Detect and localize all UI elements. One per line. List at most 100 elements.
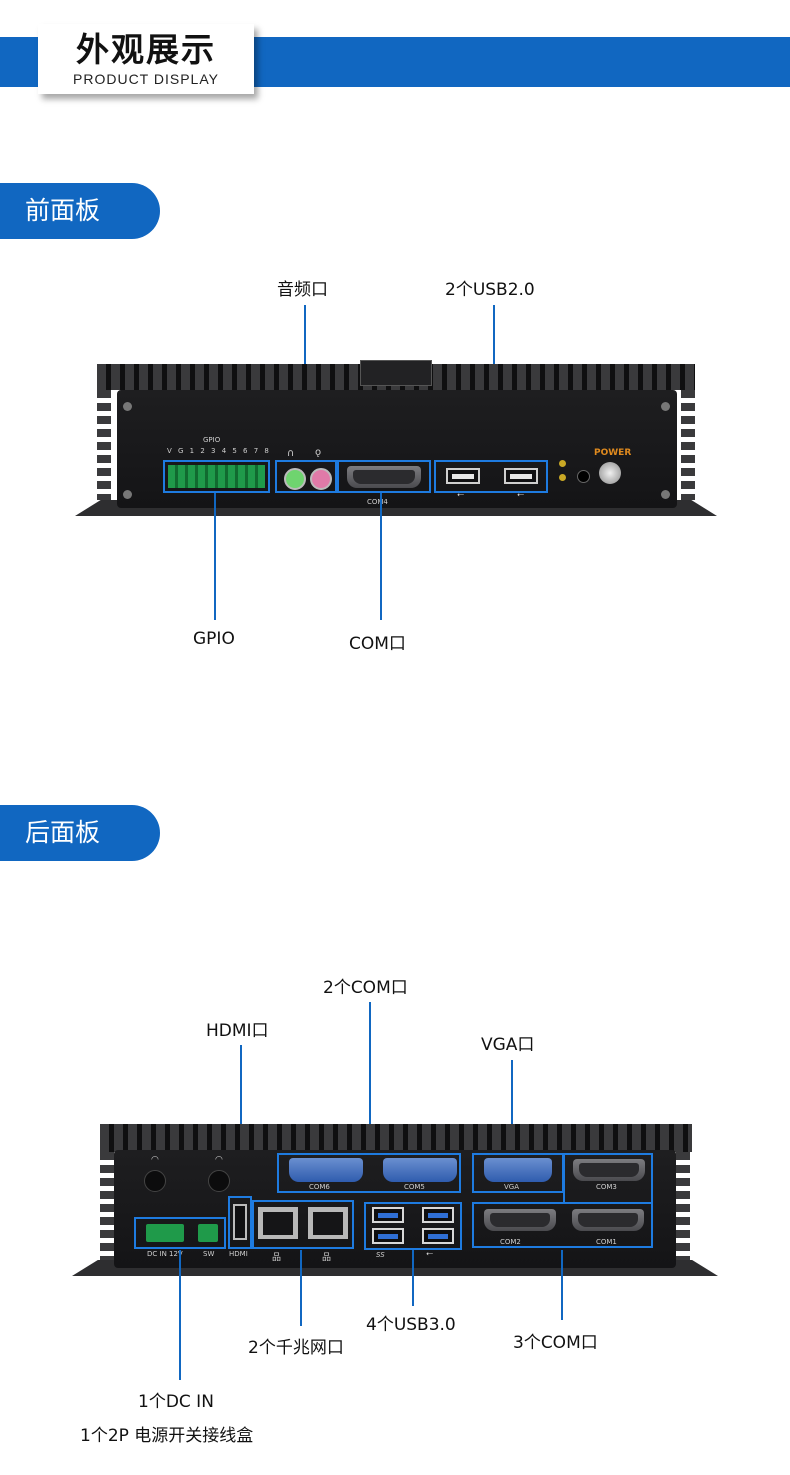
label-power-box: 1个2P 电源开关接线盒 <box>80 1426 254 1446</box>
headphone-icon: ∩ <box>287 448 295 459</box>
side-fins-right <box>676 1152 690 1260</box>
lan-highlight <box>252 1200 354 1249</box>
label-usb2: 2个USB2.0 <box>445 280 535 300</box>
silk-gpio-pins: V G 1 2 3 4 5 6 7 8 <box>167 447 271 455</box>
wifi-antenna-2 <box>208 1170 230 1192</box>
switch-terminal <box>198 1224 218 1242</box>
side-fins-right <box>681 390 695 500</box>
label-audio: 音频口 <box>277 280 328 300</box>
leader-gpio <box>214 493 216 620</box>
usb3-port-3 <box>422 1207 454 1223</box>
silk-hdmi: HDMI <box>229 1250 248 1258</box>
silk-com4: COM4 <box>367 498 388 506</box>
com6-port <box>289 1158 363 1182</box>
screw-icon <box>123 402 132 411</box>
hdmi-port <box>233 1204 247 1240</box>
label-com3x: 3个COM口 <box>513 1333 598 1353</box>
label-lan: 2个千兆网口 <box>248 1338 344 1358</box>
wifi-icon: ◠ <box>215 1155 223 1165</box>
com4-port <box>347 466 421 488</box>
usb-icon: ⭠ <box>457 490 465 500</box>
front-face <box>117 390 677 508</box>
network-icon: 品 <box>322 1253 332 1263</box>
leader-com <box>380 493 382 620</box>
leader-dcin <box>179 1250 181 1380</box>
mic-icon: ǫ <box>315 447 322 458</box>
silk-com3: COM3 <box>596 1183 617 1191</box>
com1-port <box>572 1209 644 1231</box>
title-card: 外观展示 PRODUCT DISPLAY <box>38 24 254 94</box>
usb3-port-2 <box>372 1228 404 1244</box>
leader-com3x <box>561 1250 563 1320</box>
silk-dcin: DC IN 12V <box>147 1250 183 1258</box>
headphone-jack <box>284 468 306 490</box>
com3-port <box>573 1159 645 1181</box>
lan-port-1 <box>258 1207 298 1239</box>
leader-com2x <box>369 1002 371 1155</box>
com5-port <box>383 1158 457 1182</box>
silk-com5: COM5 <box>404 1183 425 1191</box>
usb3-highlight <box>364 1202 462 1250</box>
com4-highlight <box>337 460 431 493</box>
label-dcin: 1个DC IN <box>138 1392 214 1412</box>
label-com: COM口 <box>349 634 406 654</box>
com65-highlight <box>277 1153 461 1193</box>
label-com2x: 2个COM口 <box>323 978 408 998</box>
mic-jack <box>310 468 332 490</box>
gpio-terminal <box>168 465 265 488</box>
silk-com1: COM1 <box>596 1238 617 1246</box>
usb2-port-1 <box>446 468 480 484</box>
label-gpio: GPIO <box>193 629 235 649</box>
usb3-port-4 <box>422 1228 454 1244</box>
silk-vga: VGA <box>504 1183 520 1191</box>
wifi-icon: ◠ <box>151 1155 159 1165</box>
power-led <box>559 460 566 467</box>
side-fins-left <box>97 390 111 500</box>
label-usb3: 4个USB3.0 <box>366 1315 456 1335</box>
reset-button[interactable] <box>577 470 590 483</box>
usb-ss-icon: SS <box>376 1251 385 1259</box>
lan-port-2 <box>308 1207 348 1239</box>
com2-port <box>484 1209 556 1231</box>
silk-com2: COM2 <box>500 1238 521 1246</box>
screw-icon <box>123 490 132 499</box>
audio-highlight <box>275 460 337 493</box>
usb3-port-1 <box>372 1207 404 1223</box>
front-section-title: 前面板 <box>0 183 160 239</box>
screw-icon <box>661 490 670 499</box>
hdmi-highlight <box>228 1196 252 1249</box>
wifi-antenna-1 <box>144 1170 166 1192</box>
silk-sw: SW <box>203 1250 215 1258</box>
usb-icon: ⭠ <box>426 1249 434 1259</box>
rear-device: ◠ ◠ DC IN 12V SW HDMI 品 品 COM6 COM5 SS ⭠… <box>72 1120 718 1280</box>
gpio-highlight <box>163 460 270 493</box>
top-bracket <box>360 360 432 386</box>
leader-lan <box>300 1250 302 1326</box>
network-icon: 品 <box>272 1253 282 1263</box>
heatsink-fins <box>100 1124 692 1152</box>
screw-icon <box>661 402 670 411</box>
page-title: 外观展示 <box>76 30 216 69</box>
silk-com6: COM6 <box>309 1183 330 1191</box>
silk-gpio: GPIO <box>203 436 221 444</box>
vga-port <box>484 1158 552 1182</box>
com21-highlight <box>472 1202 653 1248</box>
com3-highlight <box>563 1153 653 1203</box>
power-button[interactable] <box>599 462 621 484</box>
label-hdmi: HDMI口 <box>206 1021 269 1041</box>
dcin-terminal <box>146 1224 184 1242</box>
side-fins-left <box>100 1152 114 1260</box>
usb2-port-2 <box>504 468 538 484</box>
label-vga: VGA口 <box>481 1035 535 1055</box>
leader-hdmi <box>240 1045 242 1197</box>
rear-section-title: 后面板 <box>0 805 160 861</box>
usb2-highlight <box>434 460 548 493</box>
front-device: GPIO V G 1 2 3 4 5 6 7 8 ∩ ǫ COM4 ⭠ ⭠ PO… <box>75 360 717 520</box>
hdd-led <box>559 474 566 481</box>
leader-vga <box>511 1060 513 1157</box>
page-subtitle: PRODUCT DISPLAY <box>73 71 219 87</box>
leader-usb3 <box>412 1250 414 1306</box>
silk-power: POWER <box>594 448 632 458</box>
dcin-highlight <box>134 1217 226 1249</box>
usb-icon: ⭠ <box>517 490 525 500</box>
